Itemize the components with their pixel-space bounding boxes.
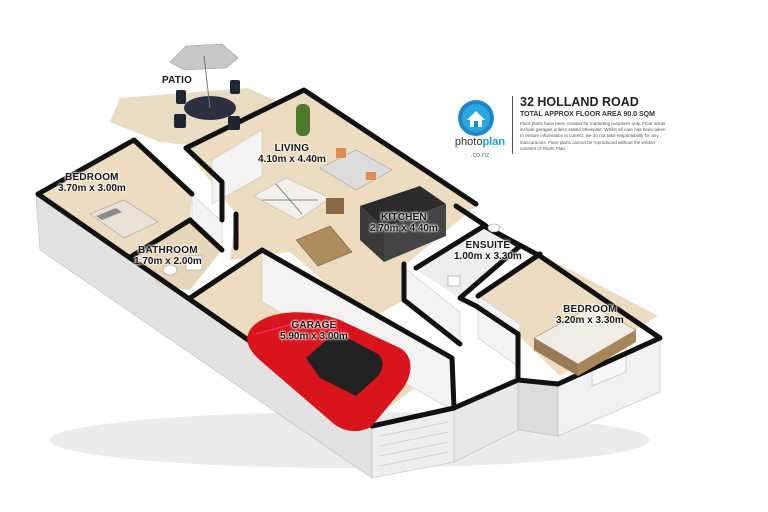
room-name: ENSUITE — [465, 240, 511, 251]
living-furniture — [253, 104, 393, 221]
room-label-garage: GARAGE 5.90m x 3.00m — [280, 320, 348, 342]
room-label-bedroom1: BEDROOM 3.70m x 3.00m — [58, 172, 126, 194]
room-label-patio: PATIO — [162, 75, 192, 86]
brand-wordmark: photoplan .co.nz — [448, 136, 512, 160]
ensuite-fixtures — [447, 223, 501, 287]
room-label-bedroom2: BEDROOM 3.20m x 3.30m — [556, 304, 624, 326]
room-name: BATHROOM — [138, 245, 198, 256]
brand-name-accent: plan — [482, 136, 506, 148]
brand-block: photoplan .co.nz 32 HOLLAND ROAD TOTAL A… — [448, 95, 668, 159]
kitchen-furniture — [295, 186, 446, 267]
bed-bedroom2 — [533, 305, 637, 376]
room-name: PATIO — [162, 75, 193, 86]
room-dims: 3.70m x 3.00m — [58, 183, 126, 194]
property-disclaimer: Floor plans have been created for market… — [520, 121, 666, 151]
room-name: GARAGE — [291, 320, 337, 331]
room-dims: 1.00m x 3.30m — [454, 251, 522, 262]
property-address: 32 HOLLAND ROAD — [520, 95, 639, 109]
room-dims: 4.10m x 4.40m — [258, 154, 326, 165]
room-dims: 2.70m x 4.40m — [370, 223, 438, 234]
room-label-ensuite: ENSUITE 1.00m x 3.30m — [454, 240, 522, 262]
room-label-kitchen: KITCHEN 2.70m x 4.40m — [370, 212, 438, 234]
brand-divider — [512, 96, 513, 154]
room-name: BEDROOM — [563, 304, 617, 315]
room-dims: 3.20m x 3.30m — [556, 315, 624, 326]
car — [247, 312, 411, 432]
room-name: KITCHEN — [380, 212, 427, 223]
room-dims: 1.70m x 2.00m — [134, 256, 202, 267]
brand-domain-suffix: .co.nz — [470, 152, 490, 159]
brand-name-main: photo — [454, 136, 483, 148]
photoplan-logo-icon — [458, 100, 494, 136]
property-total-area: TOTAL APPROX FLOOR AREA 90.0 SQM — [520, 111, 655, 118]
room-name: BEDROOM — [65, 172, 119, 183]
room-label-bathroom: BATHROOM 1.70m x 2.00m — [134, 245, 202, 267]
room-name: LIVING — [274, 143, 310, 154]
room-label-living: LIVING 4.10m x 4.40m — [258, 143, 326, 165]
patio-table-set — [169, 43, 240, 130]
bathroom-fixtures — [162, 255, 203, 276]
room-dims: 5.90m x 3.00m — [280, 331, 348, 342]
wall-tops — [35, 87, 663, 429]
bed-bedroom1 — [89, 199, 159, 239]
